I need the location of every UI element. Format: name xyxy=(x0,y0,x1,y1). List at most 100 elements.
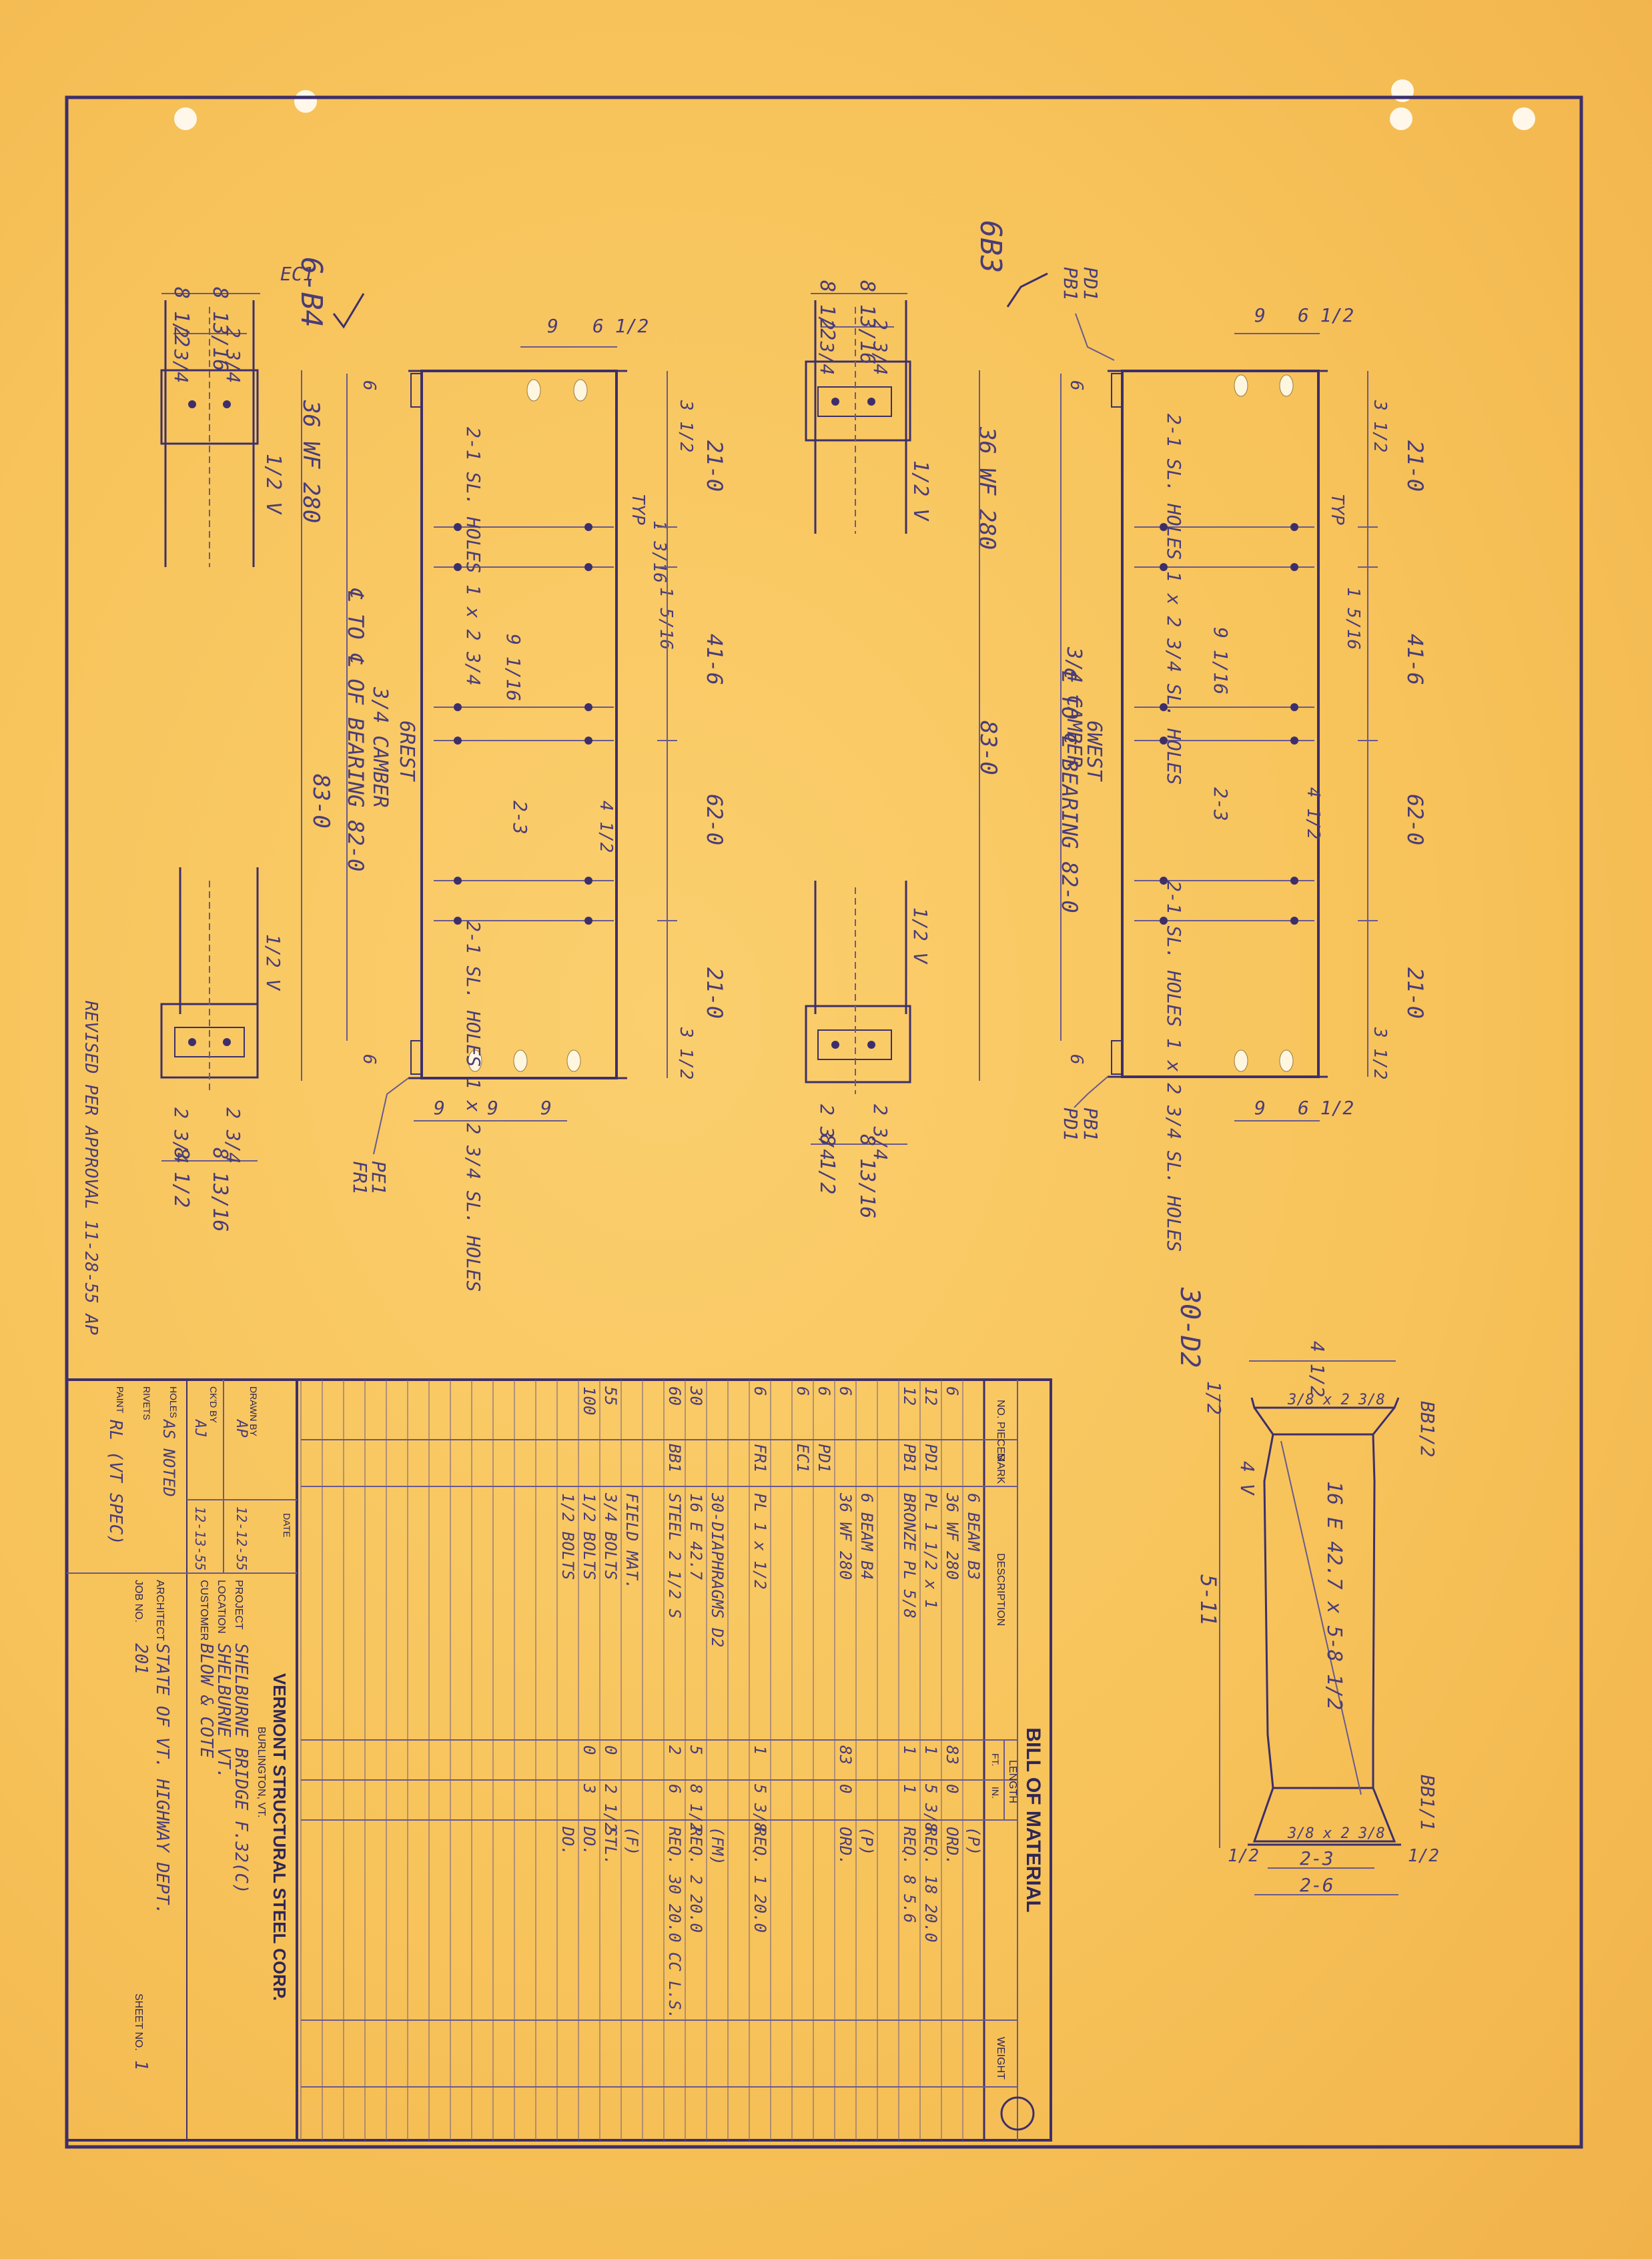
bom-cell-in: 5 3/8 xyxy=(751,1784,769,1832)
bom-cell-in: 1 xyxy=(900,1784,919,1793)
svg-text:9: 9 xyxy=(540,1097,552,1119)
svg-text:1/2 V: 1/2 V xyxy=(262,454,285,515)
bom-header-description: DESCRIPTION xyxy=(995,1553,1006,1626)
svg-text:9 1/16: 9 1/16 xyxy=(502,634,524,701)
job-number: 201 xyxy=(131,1643,151,1675)
svg-text:6 1/2: 6 1/2 xyxy=(1298,304,1354,326)
bom-cell-description: 30-DIAPHRAGMS D2 xyxy=(708,1492,727,1647)
bom-cell-description: 36 WF 280 xyxy=(943,1492,961,1580)
bom-cell-mark: PD1 xyxy=(815,1444,833,1472)
svg-text:9: 9 xyxy=(1254,1097,1266,1119)
svg-text:BB1/1: BB1/1 xyxy=(1416,1775,1438,1831)
bom-cell-pieces: 12 xyxy=(921,1386,940,1406)
svg-text:4 V: 4 V xyxy=(1236,1461,1258,1496)
svg-text:8 13/16: 8 13/16 xyxy=(208,287,232,371)
svg-text:2-3: 2-3 xyxy=(1300,1847,1334,1869)
bom-cell-note: (P) xyxy=(857,1827,876,1855)
bom-cell-note: DO. xyxy=(580,1826,598,1855)
bom-cell-ft: 1 xyxy=(900,1745,919,1755)
svg-text:LOCATION: LOCATION xyxy=(216,1580,227,1634)
beam-b3-section: 36 WF 280 xyxy=(973,426,1000,550)
svg-text:PB1: PB1 xyxy=(1060,267,1082,301)
svg-text:21-0: 21-0 xyxy=(702,440,727,492)
svg-text:SHEET NO.: SHEET NO. xyxy=(133,1993,144,2051)
svg-text:PAINT: PAINT xyxy=(115,1386,125,1414)
svg-text:3 1/2: 3 1/2 xyxy=(676,1027,696,1079)
svg-text:62-0: 62-0 xyxy=(1402,794,1428,845)
svg-text:2 3/4: 2 3/4 xyxy=(170,327,192,383)
svg-text:2-3: 2-3 xyxy=(509,801,531,835)
bom-cell-mark: PB1 xyxy=(900,1444,919,1472)
svg-text:6 1/2: 6 1/2 xyxy=(592,315,649,337)
svg-text:HOLES: HOLES xyxy=(168,1386,179,1418)
bom-cell-pieces: 12 xyxy=(900,1386,919,1406)
svg-text:IN.: IN. xyxy=(990,1787,1001,1799)
beam-b4-camber: 3/4 CAMBER xyxy=(368,687,392,808)
bom-cell-in: 6 xyxy=(665,1784,684,1793)
svg-text:2 3/4: 2 3/4 xyxy=(869,1104,891,1160)
bom-cell-pieces: 6 xyxy=(943,1386,961,1396)
svg-text:2-1 SL. HOLES 1 x 2 3/4 SL. HO: 2-1 SL. HOLES 1 x 2 3/4 SL. HOLES xyxy=(462,921,484,1292)
beam-b4-mark: 6-B4 xyxy=(294,257,328,328)
svg-text:4 1/2: 4 1/2 xyxy=(596,801,616,853)
company-name: VERMONT STRUCTURAL STEEL CORP. xyxy=(270,1673,290,2001)
beam-b3-bottom-end: 2 3/4 2 3/4 8 1/2 8 13/16 1/2 V xyxy=(805,881,931,1218)
bom-cell-in: 0 xyxy=(836,1784,855,1793)
svg-text:PD1: PD1 xyxy=(1060,1107,1082,1142)
svg-text:4 1/2: 4 1/2 xyxy=(1306,1341,1328,1397)
svg-text:8 1/2: 8 1/2 xyxy=(815,1134,839,1194)
bom-cell-mark: FR1 xyxy=(751,1444,769,1472)
project-location: SHELBURNE VT. xyxy=(214,1643,234,1779)
svg-text:2-1 SL. HOLES 1 x 2 3/4 SL. HO: 2-1 SL. HOLES 1 x 2 3/4 SL. HOLES xyxy=(1163,881,1185,1252)
bom-cell-ft: 83 xyxy=(943,1745,961,1765)
beam-b3-mark: 6B3 xyxy=(973,220,1007,273)
svg-text:3 1/2: 3 1/2 xyxy=(1370,400,1390,452)
svg-text:8 1/2: 8 1/2 xyxy=(169,1148,193,1208)
svg-text:8 13/16: 8 13/16 xyxy=(855,1134,879,1218)
beam-b3-bearing: ℄ TO ℄ BEARING 82-0 xyxy=(1057,667,1082,913)
svg-text:5-11: 5-11 xyxy=(1196,1574,1221,1626)
bom-title: BILL OF MATERIAL xyxy=(1022,1727,1044,1912)
svg-text:2-1 SL. HOLES 1 x 2 3/4 SL. HO: 2-1 SL. HOLES 1 x 2 3/4 SL. HOLES xyxy=(1163,414,1185,785)
svg-text:FR1: FR1 xyxy=(349,1161,371,1195)
bom-cell-ft: 0 xyxy=(601,1745,620,1755)
svg-text:8 1/2: 8 1/2 xyxy=(169,287,193,347)
drawing-stamp-circle xyxy=(1000,2096,1035,2131)
bom-header-weight: WEIGHT xyxy=(995,2037,1006,2080)
svg-text:2 3/4: 2 3/4 xyxy=(816,319,838,375)
svg-text:CUSTOMER: CUSTOMER xyxy=(198,1580,210,1641)
svg-text:8 13/16: 8 13/16 xyxy=(208,1148,232,1232)
bom-cell-note: ORD. xyxy=(836,1827,855,1865)
bom-cell-ft: 2 xyxy=(665,1745,684,1755)
bom-cell-pieces: 55 xyxy=(601,1386,620,1406)
svg-text:1/2: 1/2 xyxy=(1203,1381,1225,1415)
bom-cell-in: 2 1/2 xyxy=(601,1784,620,1832)
sheet-border xyxy=(65,95,1583,2149)
bom-cell-ft: 1 xyxy=(921,1745,940,1755)
svg-text:6 1/2: 6 1/2 xyxy=(1298,1097,1354,1119)
bom-cell-pieces: 6 xyxy=(815,1386,833,1396)
bom-cell-description: 1/2 BOLTS xyxy=(558,1493,577,1580)
svg-text:2 3/4: 2 3/4 xyxy=(222,1107,244,1164)
bom-grid xyxy=(300,1380,1018,2140)
svg-text:9: 9 xyxy=(1254,304,1266,326)
svg-text:6: 6 xyxy=(359,1054,379,1065)
bom-header-length: LENGTH xyxy=(1007,1760,1018,1803)
bom-cell-pieces: 6 xyxy=(751,1386,769,1396)
svg-text:CK'D BY: CK'D BY xyxy=(208,1386,219,1423)
beam-b3-camber: 3/4 CAMBER xyxy=(1062,646,1086,768)
svg-text:9: 9 xyxy=(434,1097,445,1119)
diaphragm-mark: 30-D2 xyxy=(1174,1287,1205,1368)
bom-cell-description: 6 BEAM B3 xyxy=(964,1493,983,1580)
svg-text:1/2 V: 1/2 V xyxy=(262,934,284,991)
svg-text:6: 6 xyxy=(1066,1054,1086,1065)
bom-cell-ft: 83 xyxy=(836,1745,855,1765)
bom-cell-description: PL 1 x 1/2 xyxy=(751,1493,769,1590)
bom-cell-pieces: 6 xyxy=(836,1386,855,1396)
svg-text:4 1/2: 4 1/2 xyxy=(1303,787,1323,839)
svg-text:6WEST: 6WEST xyxy=(1082,721,1106,782)
bom-cell-description: BRONZE PL 5/8 xyxy=(900,1493,919,1619)
svg-text:FT.: FT. xyxy=(990,1753,1001,1766)
svg-text:1 3/16: 1 3/16 xyxy=(649,520,669,583)
